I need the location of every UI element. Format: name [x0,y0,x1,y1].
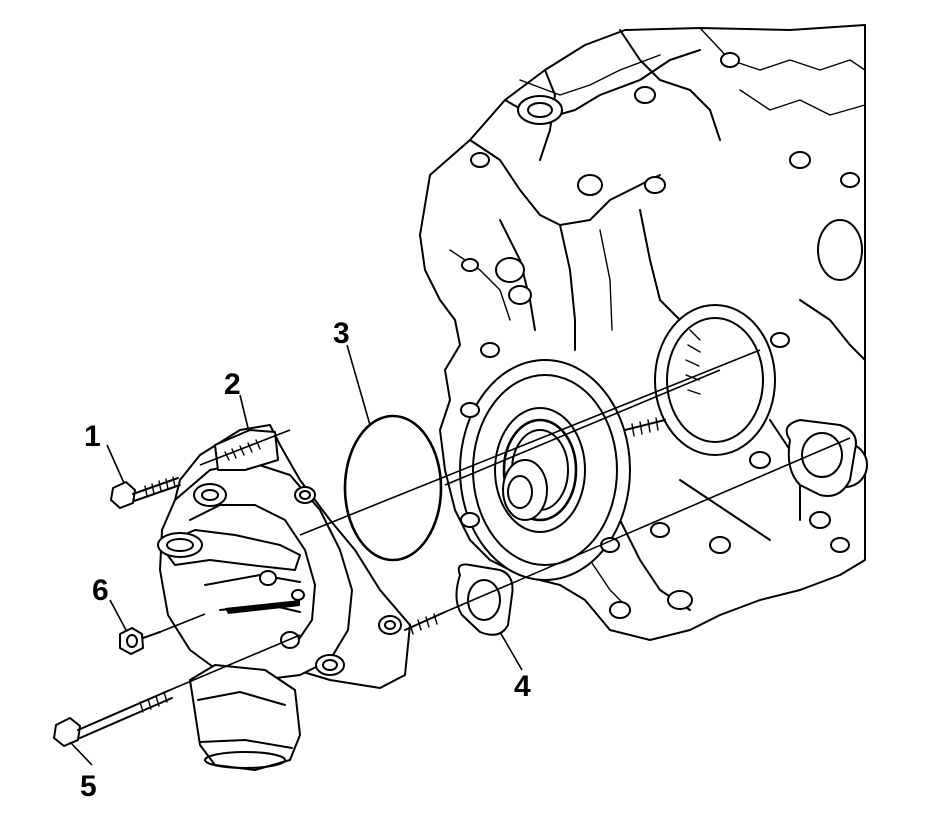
small-gasket [455,563,514,636]
callout-5: 5 [80,770,97,803]
alignment-lines [159,349,851,691]
callout-4: 4 [514,670,531,703]
callout-1: 1 [84,420,101,453]
callout-3: 3 [333,317,350,350]
nut [119,627,161,655]
engine-front-cover [419,24,868,641]
callout-2: 2 [224,368,241,401]
bolt-upper [110,476,181,509]
bolt-lower [53,689,173,747]
callout-6: 6 [92,574,109,607]
water-pump-assembly [157,424,446,771]
pump-seal-ring [343,414,443,562]
leader-lines [69,344,523,766]
